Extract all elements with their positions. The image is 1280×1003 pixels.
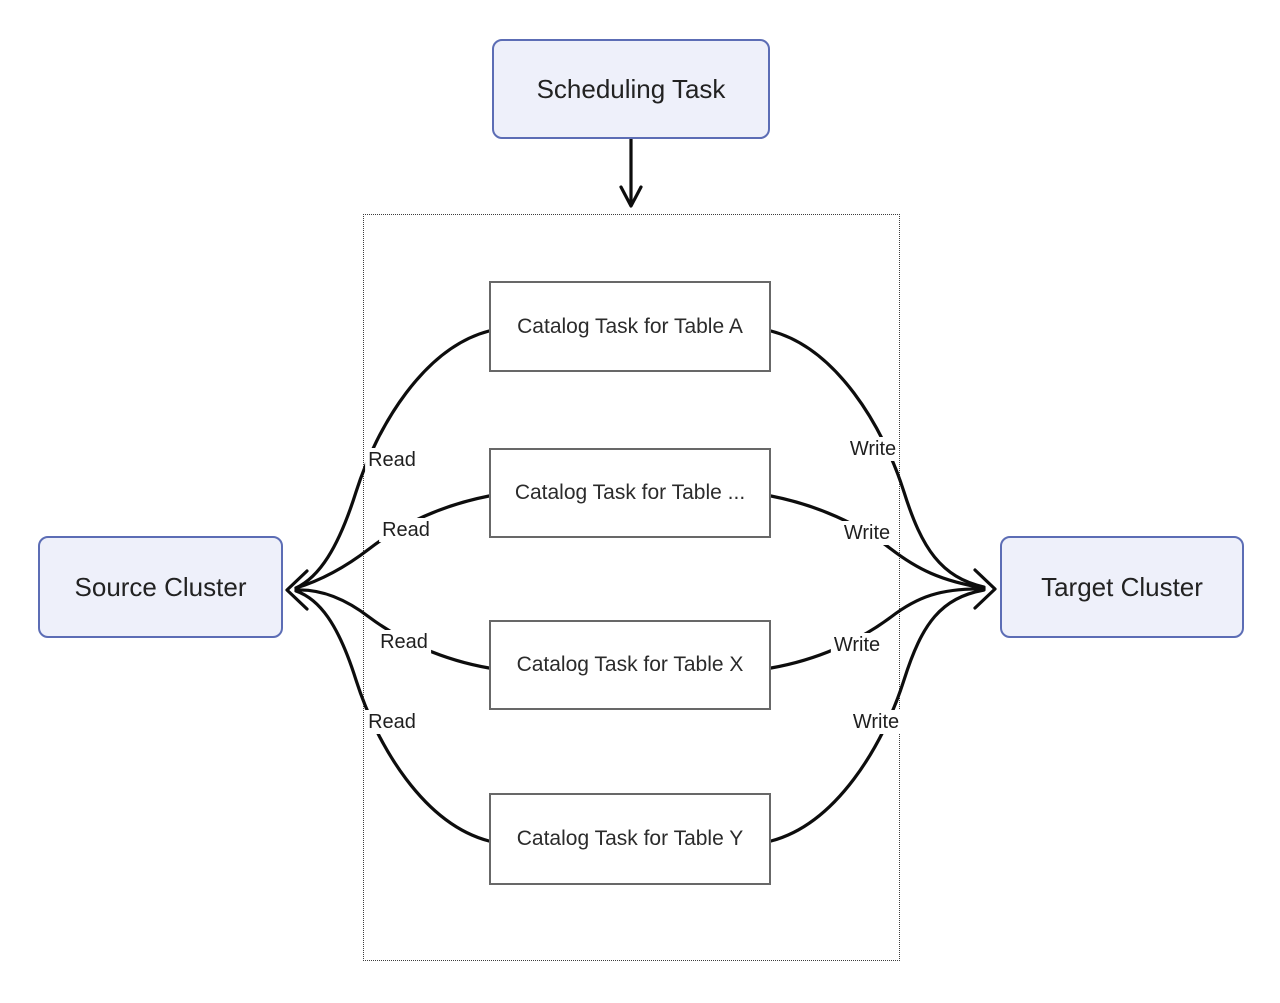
node-catalog-task-dots: Catalog Task for Table ... (489, 448, 771, 538)
edge-label-read-3: Read (377, 630, 431, 654)
node-catalog-task-x: Catalog Task for Table X (489, 620, 771, 710)
edge-write-table-a (769, 329, 986, 589)
target-cluster-label: Target Cluster (1041, 571, 1203, 602)
edge-label-write-4: Write (849, 710, 903, 734)
edge-write-table-x (769, 587, 986, 670)
node-target-cluster: Target Cluster (1000, 536, 1244, 638)
node-source-cluster: Source Cluster (38, 536, 283, 638)
edge-label-write-1: Write (846, 437, 900, 461)
edge-write-table-y (769, 588, 986, 843)
edge-read-table-x (294, 588, 491, 670)
catalog-tasks-group (363, 214, 900, 961)
node-scheduling-task: Scheduling Task (492, 39, 770, 139)
catalog-task-dots-label: Catalog Task for Table ... (514, 481, 746, 504)
source-cluster-label: Source Cluster (74, 571, 247, 602)
catalog-task-a-label: Catalog Task for Table A (517, 314, 743, 338)
arrowhead-down-icon (619, 185, 643, 208)
edge-label-write-2: Write (840, 521, 894, 545)
edge-label-read-4: Read (365, 710, 419, 734)
edge-write-table-dots (769, 494, 986, 590)
edge-label-write-3: Write (830, 633, 884, 657)
edge-read-table-a (294, 329, 491, 590)
edge-label-read-2: Read (379, 518, 433, 542)
node-catalog-task-a: Catalog Task for Table A (489, 281, 771, 372)
arrowhead-right-icon (973, 568, 997, 610)
catalog-task-x-label: Catalog Task for Table X (516, 653, 744, 676)
scheduling-task-label: Scheduling Task (536, 73, 726, 104)
catalog-task-y-label: Catalog Task for Table Y (516, 827, 744, 850)
edge-read-table-dots (294, 494, 491, 590)
edge-label-read-1: Read (365, 448, 419, 472)
node-catalog-task-y: Catalog Task for Table Y (489, 793, 771, 885)
arrowhead-left-icon (285, 569, 309, 611)
edge-read-table-y (294, 589, 491, 843)
